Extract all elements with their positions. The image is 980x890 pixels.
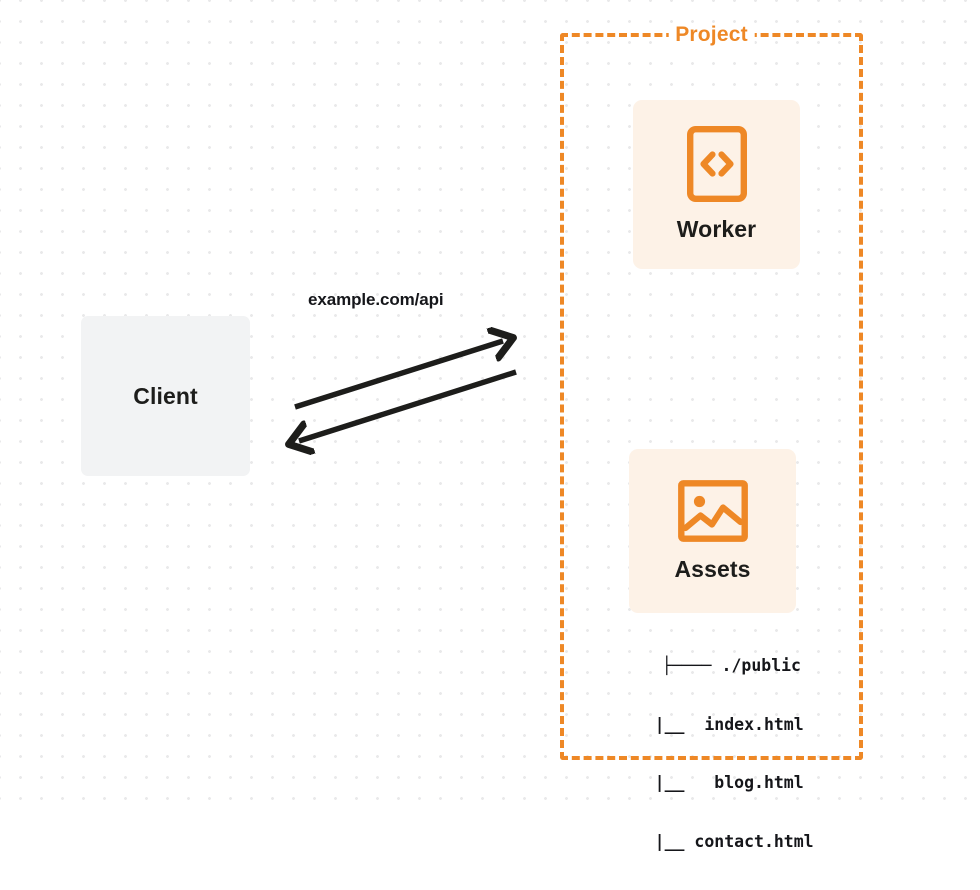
client-label: Client <box>133 382 198 409</box>
assets-file-tree: ├──── ./public |__ index.html |__ blog.h… <box>605 617 814 890</box>
worker-card[interactable]: Worker <box>633 100 800 269</box>
tree-row: |__ blog.html <box>605 773 804 792</box>
diagram-canvas: Client example.com/api Project Worker <box>0 0 980 851</box>
project-container: Project <box>560 23 863 760</box>
tree-row: ├──── ./public <box>661 656 801 675</box>
code-brackets-icon <box>686 126 747 202</box>
connection-label: example.com/api <box>308 290 444 309</box>
image-icon <box>677 479 748 542</box>
client-node[interactable]: Client <box>81 316 250 476</box>
tree-row: |__ index.html <box>605 714 804 734</box>
assets-label: Assets <box>674 555 751 582</box>
assets-card[interactable]: Assets <box>629 449 796 613</box>
tree-row: |__ contact.html <box>605 831 814 851</box>
project-title: Project <box>668 23 755 47</box>
response-arrow <box>299 369 517 441</box>
worker-label: Worker <box>676 216 757 242</box>
request-arrow <box>294 341 503 410</box>
